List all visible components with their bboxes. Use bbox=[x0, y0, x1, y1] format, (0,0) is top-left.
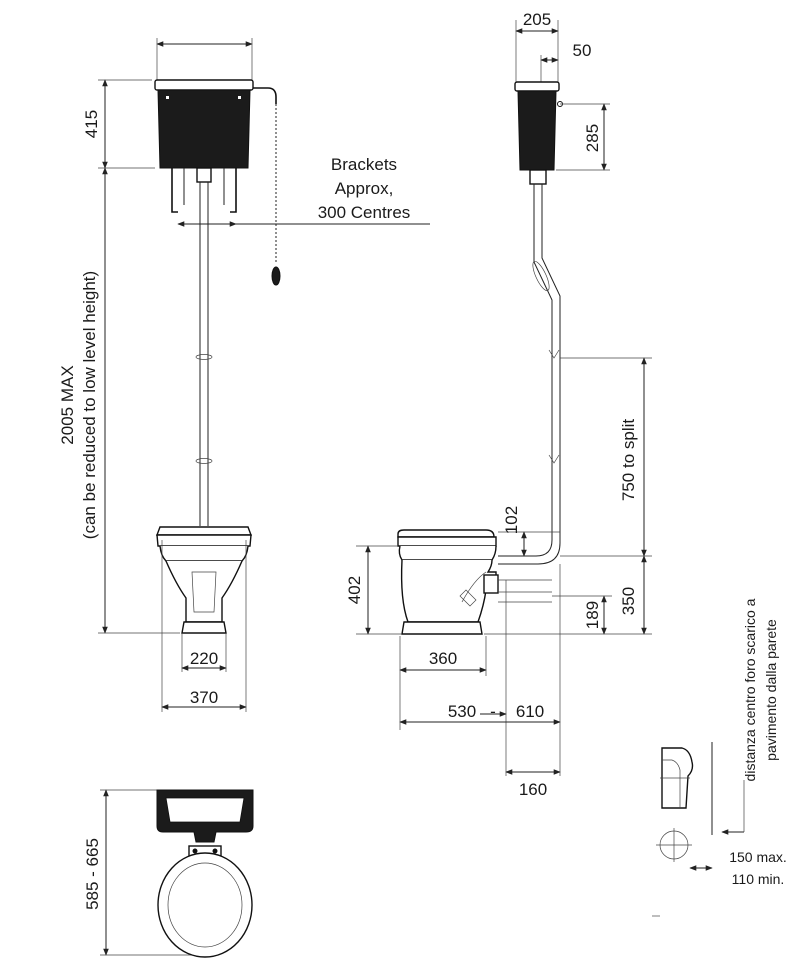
cistern-front bbox=[154, 79, 277, 213]
plan-depth-label: 585 - 665 bbox=[83, 838, 102, 910]
plan-view: 585 - 665 bbox=[83, 789, 254, 958]
outlet-setback-label: 160 bbox=[519, 780, 547, 799]
outlet-center-label: 189 bbox=[583, 601, 602, 629]
flush-pipe-front bbox=[195, 182, 213, 526]
setback-min-label: 110 min. bbox=[732, 871, 785, 887]
side-offset-label: 50 bbox=[573, 41, 592, 60]
seat-drop-label: 102 bbox=[502, 506, 521, 534]
cistern-side bbox=[514, 81, 563, 185]
side-depth-label: 205 bbox=[523, 10, 551, 29]
pull-chain bbox=[271, 104, 281, 286]
italian-note-line2: pavimento dalla parete bbox=[763, 619, 779, 761]
brackets-label-line2: Approx, bbox=[335, 179, 394, 198]
outlet-detail: distanza centro foro scarico a pavimento… bbox=[652, 598, 787, 917]
setback-max-label: 150 max. bbox=[729, 849, 787, 865]
projection-max-label: 610 bbox=[516, 702, 544, 721]
pan-depth-label: 360 bbox=[429, 649, 457, 668]
pan-front bbox=[155, 526, 253, 634]
pan-outer-width-label: 370 bbox=[190, 688, 218, 707]
brackets-label-line1: Brackets bbox=[331, 155, 397, 174]
front-view: 415 2005 MAX (can be reduced to low leve… bbox=[58, 38, 430, 712]
side-cistern-height-label: 285 bbox=[583, 124, 602, 152]
side-view: 205 50 285 750 to split bbox=[345, 10, 652, 799]
italian-note-line1: distanza centro foro scarico a bbox=[742, 598, 758, 781]
overall-height-label: 2005 MAX bbox=[58, 365, 77, 444]
seat-plan bbox=[157, 852, 253, 958]
pan-height-label: 402 bbox=[345, 576, 364, 604]
split-height-label: 750 to split bbox=[619, 419, 638, 501]
overall-height-note: (can be reduced to low level height) bbox=[80, 271, 99, 539]
pan-inner-width-label: 220 bbox=[190, 649, 218, 668]
projection-separator: - bbox=[490, 702, 496, 721]
pan-side bbox=[397, 529, 499, 635]
brackets-label-line3: 300 Centres bbox=[318, 203, 411, 222]
projection-min-label: 530 bbox=[448, 702, 476, 721]
cistern-height-label: 415 bbox=[82, 110, 101, 138]
outlet-height-label: 350 bbox=[619, 587, 638, 615]
flush-pipe-side bbox=[498, 184, 561, 565]
